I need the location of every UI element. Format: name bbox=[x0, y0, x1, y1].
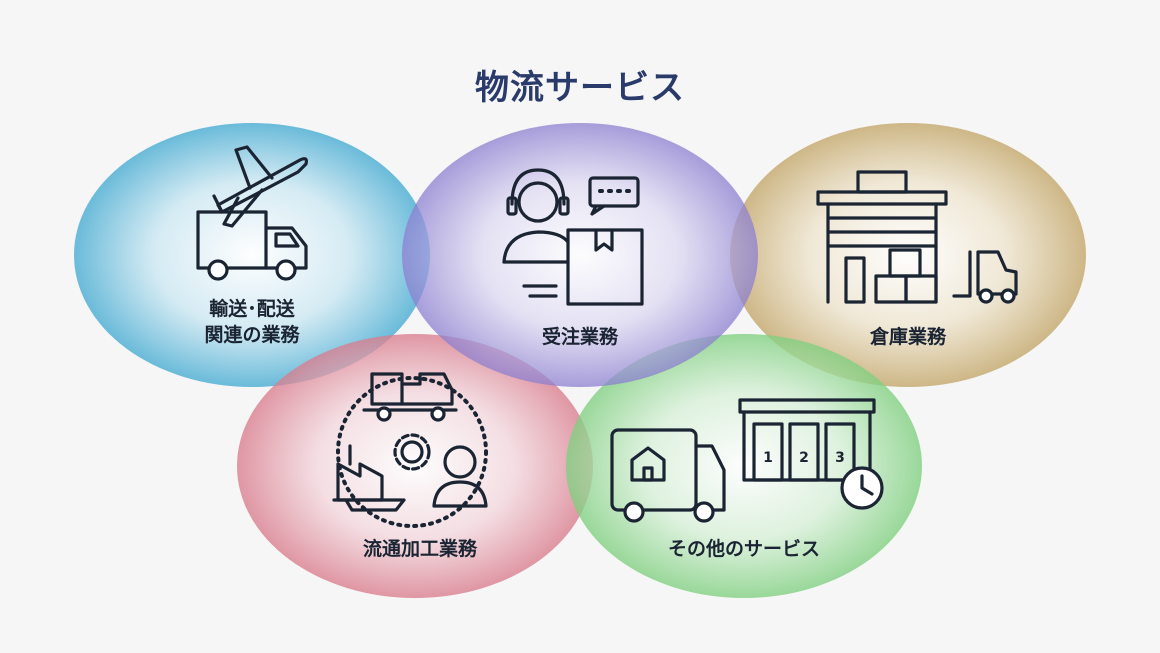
airplane-truck-icon bbox=[196, 145, 308, 281]
label-warehouse: 倉庫業務 bbox=[869, 326, 946, 348]
ellipse-order bbox=[402, 123, 758, 387]
label-transport-line-1: 輸送･配送 bbox=[209, 298, 295, 320]
label-transport-line-2: 関連の業務 bbox=[204, 324, 300, 346]
storage-number-1: 1 bbox=[763, 450, 773, 466]
warehouse-forklift-icon bbox=[816, 170, 1018, 304]
storage-number-3: 3 bbox=[835, 450, 845, 466]
storage-number-2: 2 bbox=[799, 450, 809, 466]
operator-order-icon bbox=[502, 168, 644, 306]
label-order: 受注業務 bbox=[541, 326, 618, 348]
ellipse-processing bbox=[237, 334, 593, 598]
ellipse-warehouse bbox=[730, 123, 1086, 387]
distribution-processing-icon bbox=[332, 372, 488, 528]
label-processing: 流通加工業務 bbox=[362, 538, 477, 560]
ellipse-transport bbox=[74, 123, 430, 387]
delivery-storage-icon bbox=[610, 398, 884, 523]
page-title: 物流サービス bbox=[475, 68, 685, 108]
label-transport: 輸送･配送 関連の業務 bbox=[142, 296, 362, 348]
label-other: その他のサービス bbox=[667, 538, 820, 560]
